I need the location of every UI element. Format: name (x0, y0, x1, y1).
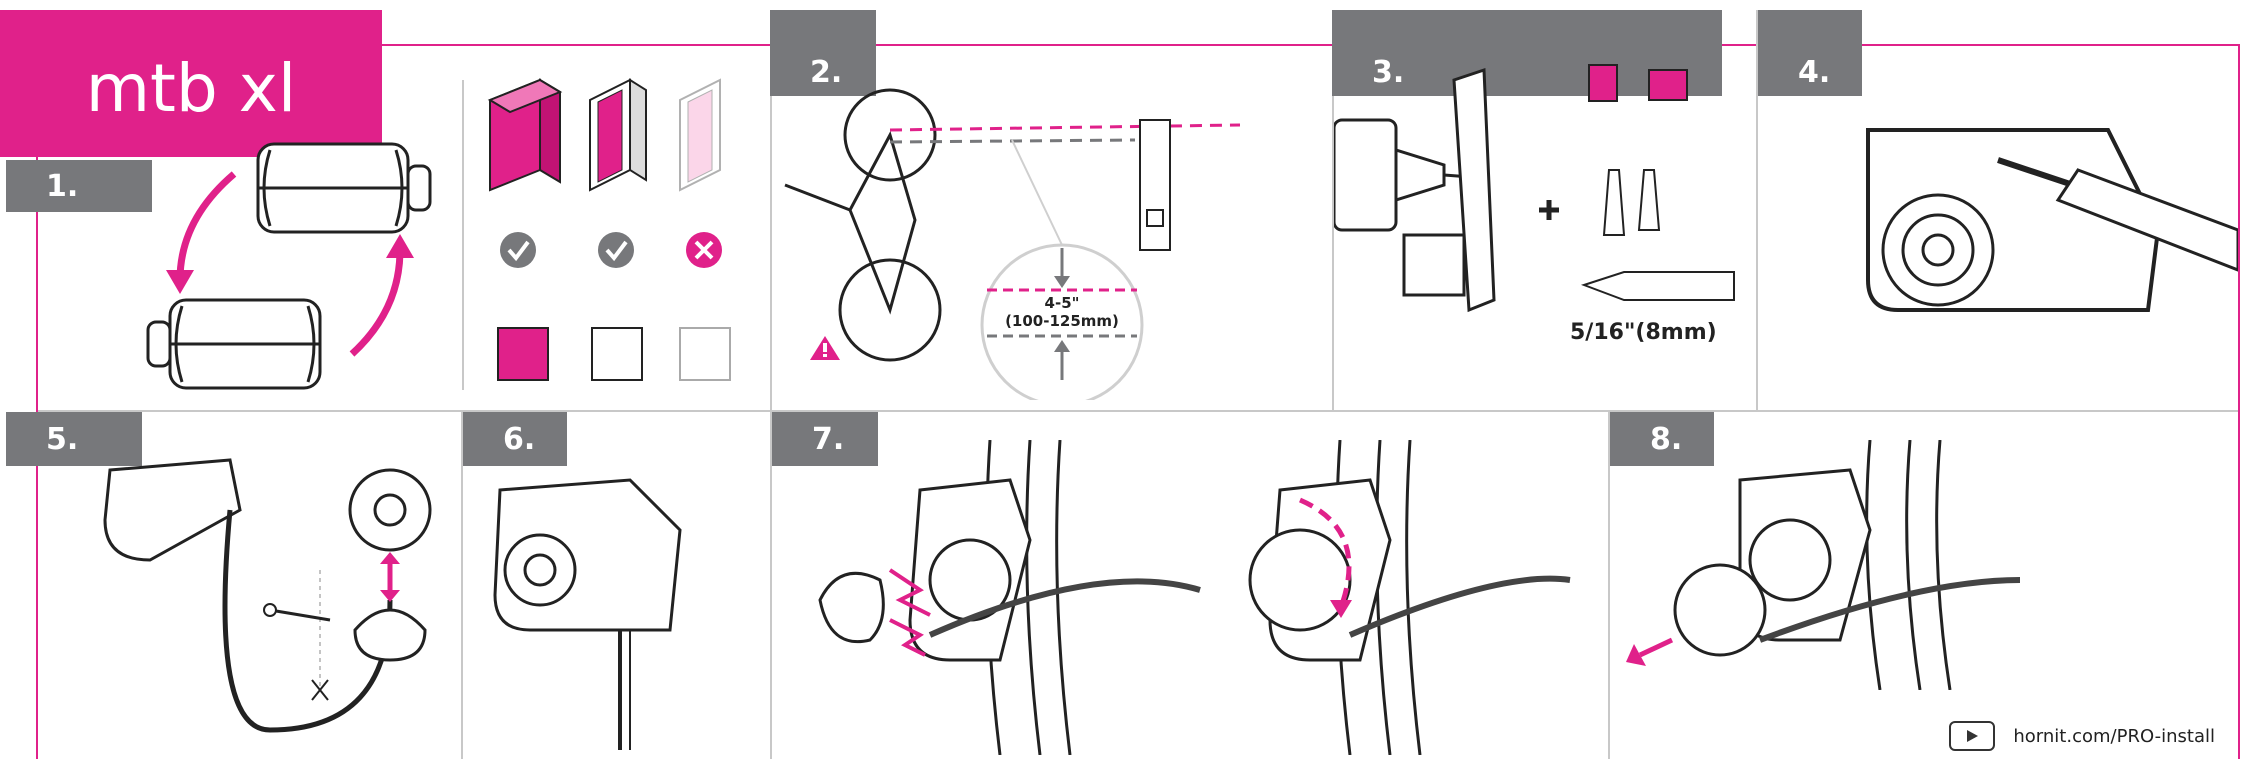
right-border (2238, 44, 2240, 759)
step-5-label: 5. (46, 421, 79, 457)
brick-anchor (497, 327, 549, 381)
wall-types-illustration (487, 78, 731, 381)
hollow-anchor (679, 327, 731, 381)
step-5-cable-illustration (103, 458, 432, 733)
step-6-mounted-illustration (493, 478, 682, 750)
divider-2-3 (1332, 10, 1334, 410)
step-1-label: 1. (46, 168, 79, 204)
step-1-rotation-illustration (146, 142, 432, 390)
divider-5-6 (461, 412, 463, 759)
check-circle-icon (500, 232, 536, 268)
drill-bit (1580, 271, 1735, 301)
warning-triangle-icon (810, 336, 840, 360)
step-4-screw-illustration (1866, 128, 2238, 312)
mount-spacing-label: 4-5" (100-125mm) (982, 294, 1142, 330)
step-2-tab: 2. (770, 10, 876, 96)
wood-anchor (591, 327, 643, 381)
step-7-tab: 7. (772, 412, 878, 466)
step-4-tab: 4. (1758, 10, 1862, 96)
check-circle-icon (598, 232, 634, 268)
install-url[interactable]: hornit.com/PRO-install (2013, 725, 2215, 747)
drywall-wall (589, 78, 647, 192)
wall-plugs (1602, 169, 1661, 236)
step-6-label: 6. (503, 421, 536, 457)
step-8-remove-illustration (1626, 440, 2021, 690)
step-6-tab: 6. (463, 412, 567, 466)
step-4-label: 4. (1798, 54, 1831, 90)
step-5-tab: 5. (6, 412, 142, 466)
brick-wall (487, 78, 563, 192)
play-icon (1949, 721, 1996, 751)
divider-3-4 (1756, 10, 1758, 410)
divider-6-7 (770, 412, 772, 759)
mount-spacing-inches: 4-5" (1044, 294, 1080, 312)
anchor-small (1648, 69, 1688, 101)
row-divider (38, 410, 2238, 412)
step-3-drill-illustration (1334, 64, 1735, 313)
scissors-icon (311, 679, 329, 701)
step-1-tab: 1. (6, 160, 152, 212)
mount-spacing-mm: (100-125mm) (1005, 312, 1119, 330)
divider-7-8 (1608, 412, 1610, 759)
step-7-label: 7. (812, 421, 845, 457)
product-title: mtb xl (0, 10, 382, 157)
step-2-label: 2. (810, 54, 843, 90)
step-3-label: 3. (1372, 54, 1405, 90)
top-border (36, 44, 2240, 46)
divider-1-wall (462, 80, 464, 390)
step-8-tab: 8. (1610, 412, 1714, 466)
divider-1-2 (770, 10, 772, 410)
left-border (36, 44, 38, 759)
step-2-bike-illustration (784, 88, 1241, 400)
install-video-link[interactable]: hornit.com/PRO-install (1949, 721, 2215, 751)
plus-icon (1539, 200, 1559, 220)
hollow-wall (679, 78, 721, 192)
x-circle-icon (686, 232, 722, 268)
step-7-knob-illustration (818, 440, 1571, 755)
brick-wall-small (1588, 64, 1618, 102)
drill-bit-size: 5/16"(8mm) (1570, 320, 1717, 345)
step-8-label: 8. (1650, 421, 1683, 457)
